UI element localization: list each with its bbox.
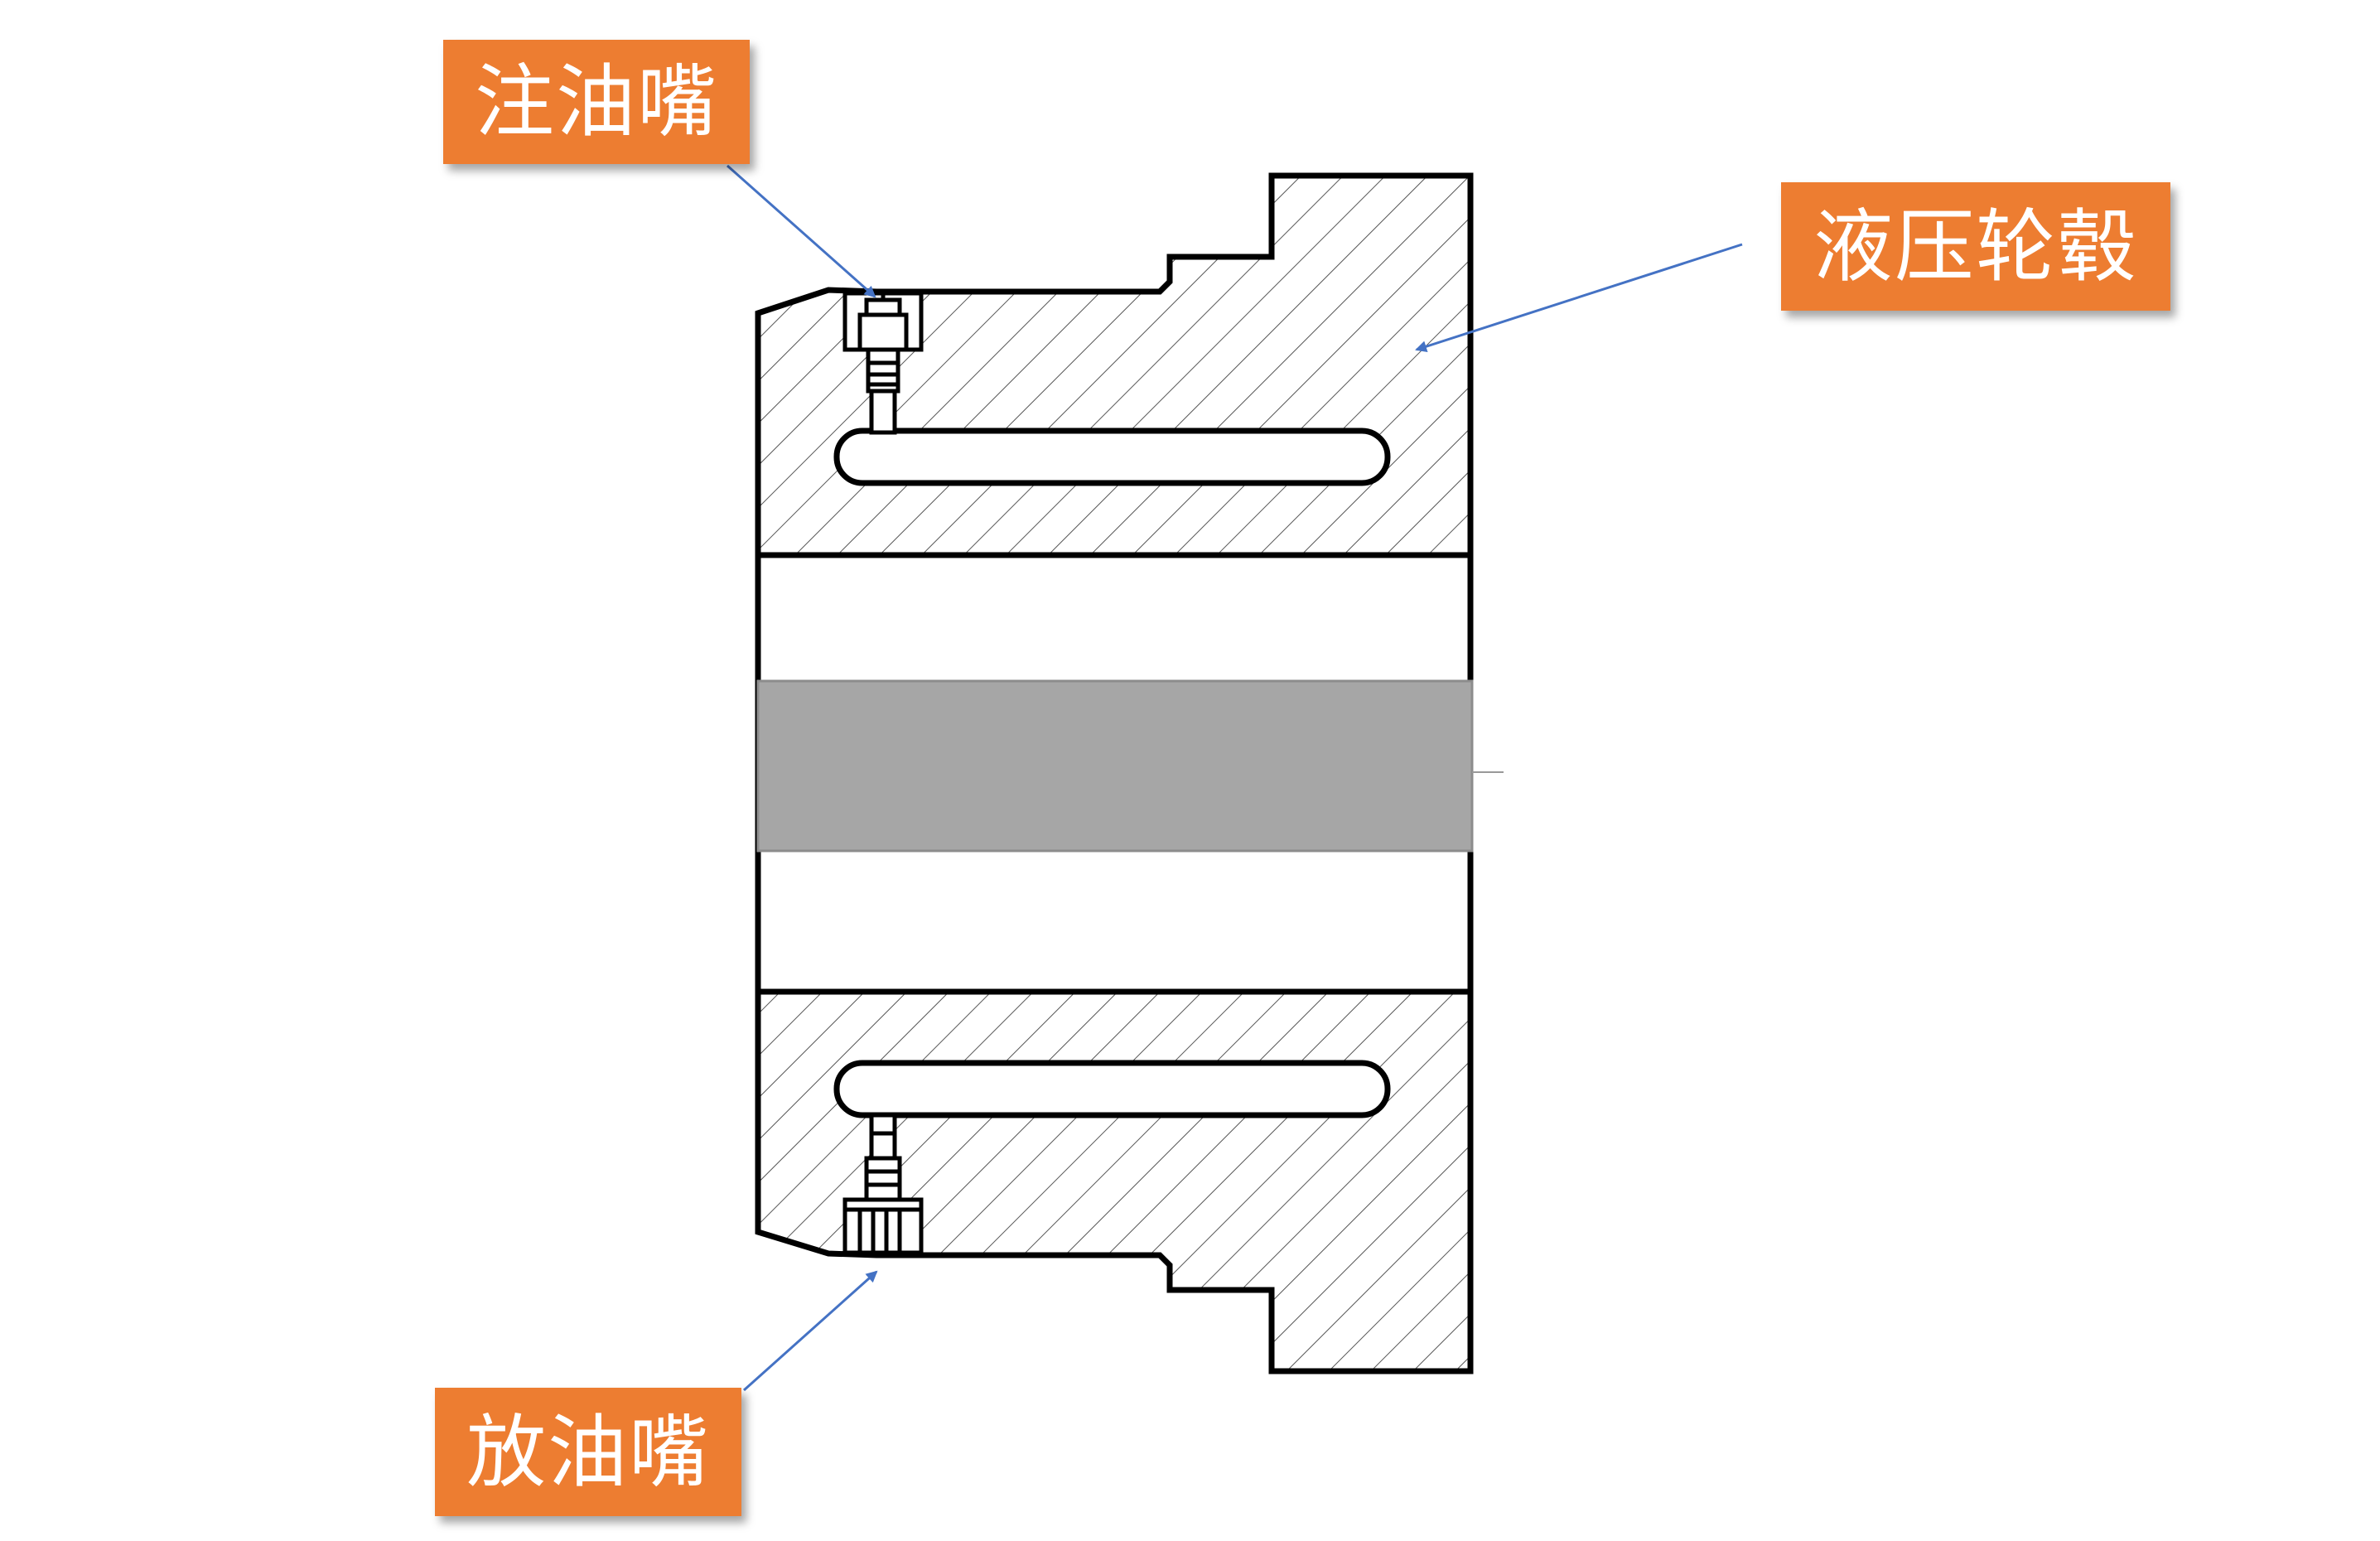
oil-injection-nozzle [842,291,924,435]
lower-oil-chamber [833,1060,1391,1118]
upper-oil-chamber [833,428,1391,486]
injection-leader-arrow [727,164,876,298]
drain-leader-arrow [743,1270,878,1392]
hub-upper-section [755,172,1474,558]
oil-drain-nozzle [842,1113,924,1255]
oil-drain-nozzle-label: 放油嘴 [435,1388,741,1516]
oil-injection-nozzle-label: 注油嘴 [443,40,750,164]
hydraulic-hub-label: 液压轮毂 [1781,182,2170,311]
shaft [756,679,1474,853]
hub-lower-section [755,988,1474,1374]
hub-leader-arrow [1415,243,1743,352]
